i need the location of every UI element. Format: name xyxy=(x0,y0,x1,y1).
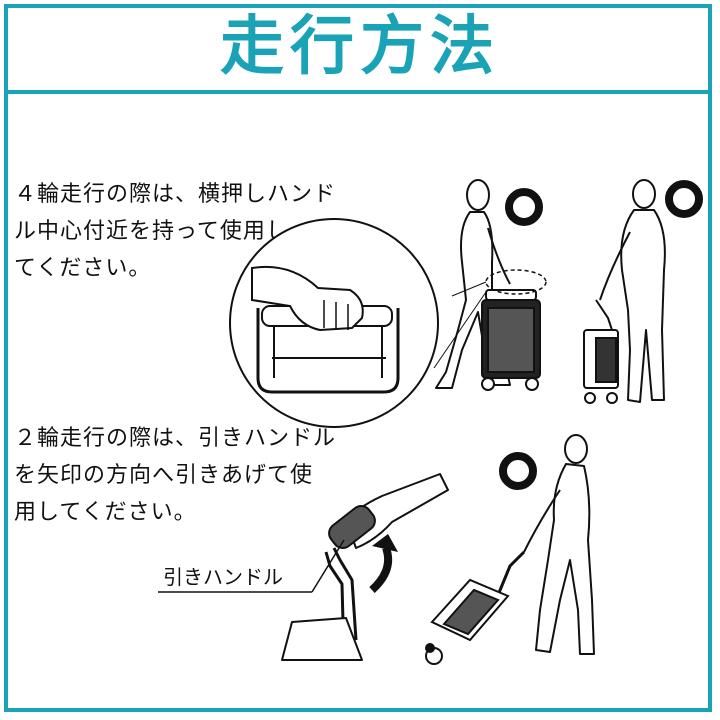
correct-mark xyxy=(505,188,543,226)
up-curved-arrow-icon xyxy=(369,546,393,593)
instruction-line: を矢印の方向へ引きあげて使 xyxy=(14,463,314,488)
instruction-line: ２輪走行の際は、引きハンドル xyxy=(14,426,337,451)
content-frame xyxy=(4,4,712,712)
zoom-connector xyxy=(433,291,487,369)
instruction-line: てください。 xyxy=(14,256,152,281)
title-bar: 走行方法 xyxy=(0,4,720,90)
handle-callout: 引きハンドル xyxy=(158,539,345,593)
title-divider xyxy=(8,90,712,94)
correct-mark xyxy=(665,180,703,218)
arrow-head xyxy=(372,534,398,552)
zoom-connector xyxy=(451,281,487,297)
pull-handle-closeup xyxy=(281,473,449,661)
person-pulling-illustration xyxy=(523,434,595,655)
cart-tilted-illustration xyxy=(425,550,526,665)
person-side-illustration xyxy=(599,179,666,403)
correct-mark xyxy=(499,452,537,490)
cart-front-illustration xyxy=(481,289,541,391)
instruction-line: ル中心付近を持って使用し xyxy=(14,219,289,244)
page-title: 走行方法 xyxy=(220,10,500,84)
cart-side-illustration xyxy=(583,299,619,404)
grip-highlight xyxy=(485,269,547,295)
two-wheel-instructions: ２輪走行の際は、引きハンドル を矢印の方向へ引きあげて使 用してください。 xyxy=(14,420,336,531)
four-wheel-instructions: ４輪走行の際は、横押しハンド ル中心付近を持って使用し てください。 xyxy=(14,176,336,287)
instruction-line: ４輪走行の際は、横押しハンド xyxy=(14,182,337,207)
instruction-line: 用してください。 xyxy=(14,500,197,525)
callout-label: 引きハンドル xyxy=(163,565,283,589)
handle-zoom-bubble xyxy=(229,218,439,428)
